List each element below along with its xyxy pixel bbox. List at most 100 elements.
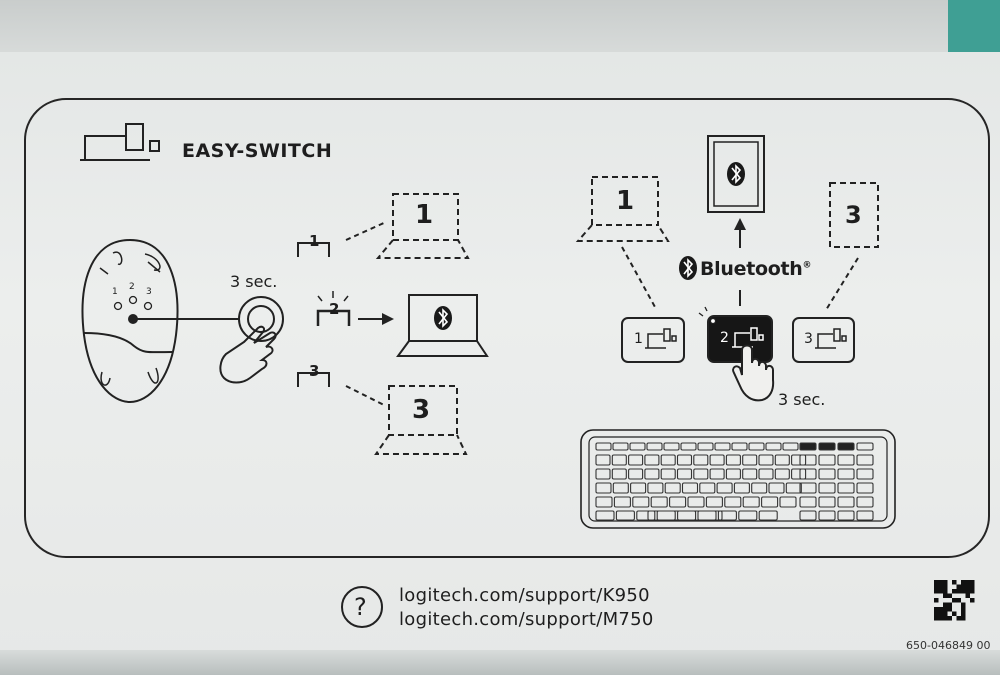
qr-module (934, 580, 939, 585)
qr-module (943, 616, 948, 621)
keyboard-key (615, 510, 635, 521)
computer-1-outline (375, 193, 470, 259)
hand-icon (219, 325, 277, 384)
qr-module (961, 602, 966, 607)
keyboard-key (630, 482, 647, 494)
qr-module (970, 584, 975, 589)
keyboard-key (646, 442, 663, 451)
qr-module (961, 580, 966, 585)
qr-module (934, 589, 939, 594)
bluetooth-logo-icon (679, 256, 697, 280)
qr-module (943, 611, 948, 616)
keyboard-key (656, 510, 676, 521)
keyboard-key (731, 442, 748, 451)
qr-module (947, 593, 952, 598)
keyboard-key (742, 496, 760, 508)
keyboard-key (595, 468, 611, 480)
qr-module (965, 589, 970, 594)
keyboard-key-2-label: 2 (720, 330, 729, 346)
numpad-key (818, 454, 836, 466)
keyboard-key (738, 510, 758, 521)
keyboard-key (774, 454, 790, 466)
keyboard-key (761, 496, 779, 508)
qr-module (956, 584, 961, 589)
bluetooth-icon-tablet (727, 162, 745, 186)
keyboard-key (774, 468, 790, 480)
qr-module (970, 589, 975, 594)
numpad-key (837, 454, 855, 466)
channel-key-label-2: 2 (329, 300, 340, 318)
qr-module (961, 616, 966, 621)
teal-corner (948, 0, 1000, 60)
qr-module (956, 598, 961, 603)
numpad-key (799, 510, 817, 521)
numpad-key (799, 468, 817, 480)
keyboard-key (791, 468, 807, 480)
qr-module (952, 611, 957, 616)
qr-module (943, 593, 948, 598)
qr-module (943, 580, 948, 585)
qr-module (952, 580, 957, 585)
qr-module (934, 616, 939, 621)
channel-key-3 (297, 372, 330, 387)
keyboard-key (636, 510, 656, 521)
keyboard-key (779, 496, 797, 508)
keyboard-key-2 (707, 315, 773, 363)
numpad-key (799, 496, 817, 508)
numpad-key (856, 482, 874, 494)
keyboard-key (595, 442, 612, 451)
keyboard-key (628, 454, 644, 466)
qr-module (943, 607, 948, 612)
keyboard-key (613, 496, 631, 508)
qr-module (947, 616, 952, 621)
qr-module (938, 580, 943, 585)
section-title: EASY-SWITCH (182, 140, 333, 162)
keyboard-key (791, 454, 807, 466)
keyboard-key (660, 454, 676, 466)
keyboard-hold-time: 3 sec. (778, 390, 826, 409)
qr-module (947, 602, 952, 607)
help-icon (341, 586, 383, 628)
qr-module (952, 589, 957, 594)
qr-module (934, 598, 939, 603)
keyboard-keys (595, 442, 874, 521)
keyboard-key (681, 482, 699, 494)
mouse-hold-time: 3 sec. (230, 272, 278, 291)
help-symbol: ? (354, 593, 367, 621)
numpad-key (818, 468, 836, 480)
qr-module (970, 580, 975, 585)
keyboard-key (693, 468, 709, 480)
numpad-key (837, 510, 855, 521)
keyboard-key (644, 468, 660, 480)
keyboard-key (768, 482, 785, 494)
numpad-key (856, 468, 874, 480)
qr-module (934, 607, 939, 612)
mouse-illustration (81, 238, 240, 404)
keyboard-key-3 (792, 317, 855, 363)
qr-module (938, 611, 943, 616)
keyboard-key (612, 482, 629, 494)
keyboard-key (660, 468, 676, 480)
keyboard-key (676, 468, 693, 480)
keyboard-key (705, 496, 723, 508)
keyboard-key (742, 468, 758, 480)
keyboard-key (733, 482, 750, 494)
mouse-channel-3: 3 (146, 287, 152, 297)
keyboard-key (758, 510, 778, 521)
keyboard-key (644, 454, 660, 466)
instruction-panel (24, 98, 990, 558)
qr-module (934, 584, 939, 589)
qr-module (938, 607, 943, 612)
computer-3-outline (374, 385, 468, 455)
numpad-key (818, 442, 836, 451)
numpad-key (837, 496, 855, 508)
keyboard-key (709, 468, 725, 480)
keyboard-key (669, 496, 687, 508)
keyboard-illustration (580, 429, 896, 529)
box-bottom-edge (0, 650, 1000, 675)
product-code: 650-046849 00 (906, 639, 991, 652)
channel-key-label-3: 3 (309, 362, 320, 380)
keyboard-key (595, 482, 612, 494)
computer-1-number: 1 (415, 200, 434, 230)
